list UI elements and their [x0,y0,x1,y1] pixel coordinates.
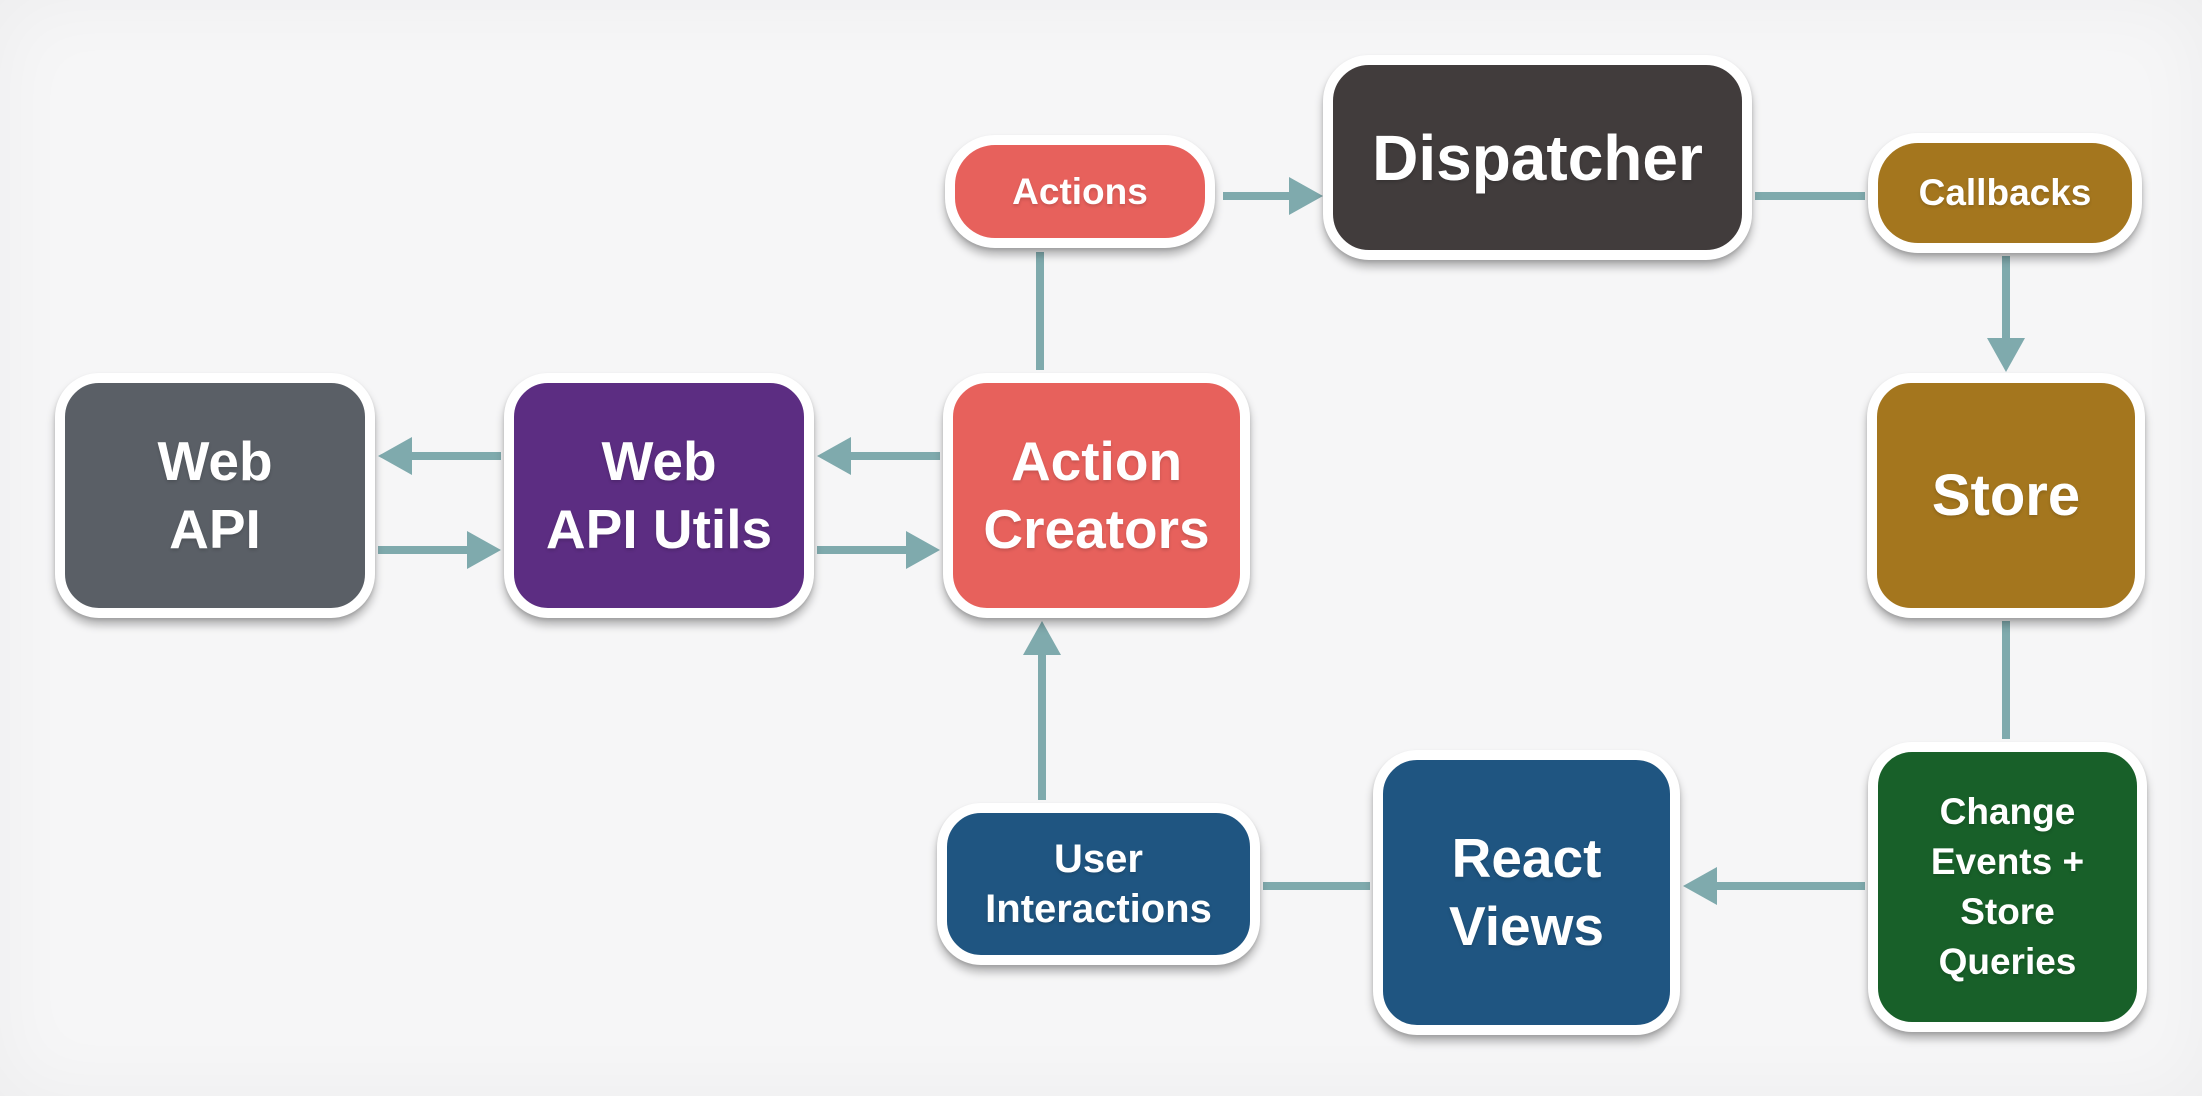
node-react-views-label-line2: Views [1449,894,1604,957]
node-change-events-store-queries: Change Events + Store Queries [1868,742,2147,1032]
node-web-api-label-line1: Web [157,430,273,493]
node-web-api-utils-label-line2: API Utils [545,497,773,560]
node-web-api-utils: Web API Utils [504,373,814,618]
arrow-callbacks-to-store [2002,256,2010,338]
line-dispatcher-to-callbacks [1755,192,1865,200]
node-actions-label: Actions [1012,170,1148,212]
arrowhead-left-icon [1683,867,1717,905]
arrow-change-events-to-react-views [1717,882,1865,890]
node-change-events-label-line3: Store [1960,891,2055,932]
arrowhead-right-icon [467,531,501,569]
node-store-label: Store [1931,463,2081,528]
line-action-creators-to-actions [1036,252,1044,370]
arrow-user-interactions-to-action-creators [1038,655,1046,800]
node-dispatcher: Dispatcher [1323,55,1752,260]
node-react-views: React Views [1373,750,1680,1035]
node-web-api-label-line2: API [169,497,261,560]
arrow-web-api-utils-to-action-creators [817,546,906,554]
arrowhead-down-icon [1987,338,2025,372]
node-action-creators: Action Creators [943,373,1250,618]
node-callbacks: Callbacks [1868,133,2142,253]
node-change-events-label-line1: Change [1939,791,2076,833]
node-user-interactions-label-line1: User [1054,837,1143,881]
arrow-action-creators-to-web-api-utils [851,452,940,460]
arrowhead-left-icon [378,437,412,475]
node-react-views-label-line1: React [1451,827,1602,890]
node-dispatcher-label: Dispatcher [1372,121,1703,194]
arrow-web-api-utils-to-web-api [412,452,501,460]
node-action-creators-label-line1: Action [1010,430,1183,493]
node-callbacks-label: Callbacks [1918,172,2092,213]
node-user-interactions: User Interactions [937,803,1260,965]
arrow-web-api-to-web-api-utils [378,546,467,554]
node-action-creators-label-line2: Creators [983,497,1210,560]
arrowhead-right-icon [1289,177,1323,215]
line-store-to-change-events [2002,621,2010,739]
node-store: Store [1867,373,2145,618]
arrowhead-up-icon [1023,621,1061,655]
arrow-actions-to-dispatcher [1223,192,1289,200]
node-web-api: Web API [55,373,375,618]
node-user-interactions-label-line2: Interactions [985,887,1212,931]
node-actions: Actions [945,135,1215,248]
arrowhead-right-icon [906,531,940,569]
arrowhead-left-icon [817,437,851,475]
node-change-events-label-line2: Events + [1930,841,2085,883]
node-web-api-utils-label-line1: Web [601,430,717,493]
line-react-views-to-user-interactions [1263,882,1370,890]
node-change-events-label-line4: Queries [1938,940,2077,982]
